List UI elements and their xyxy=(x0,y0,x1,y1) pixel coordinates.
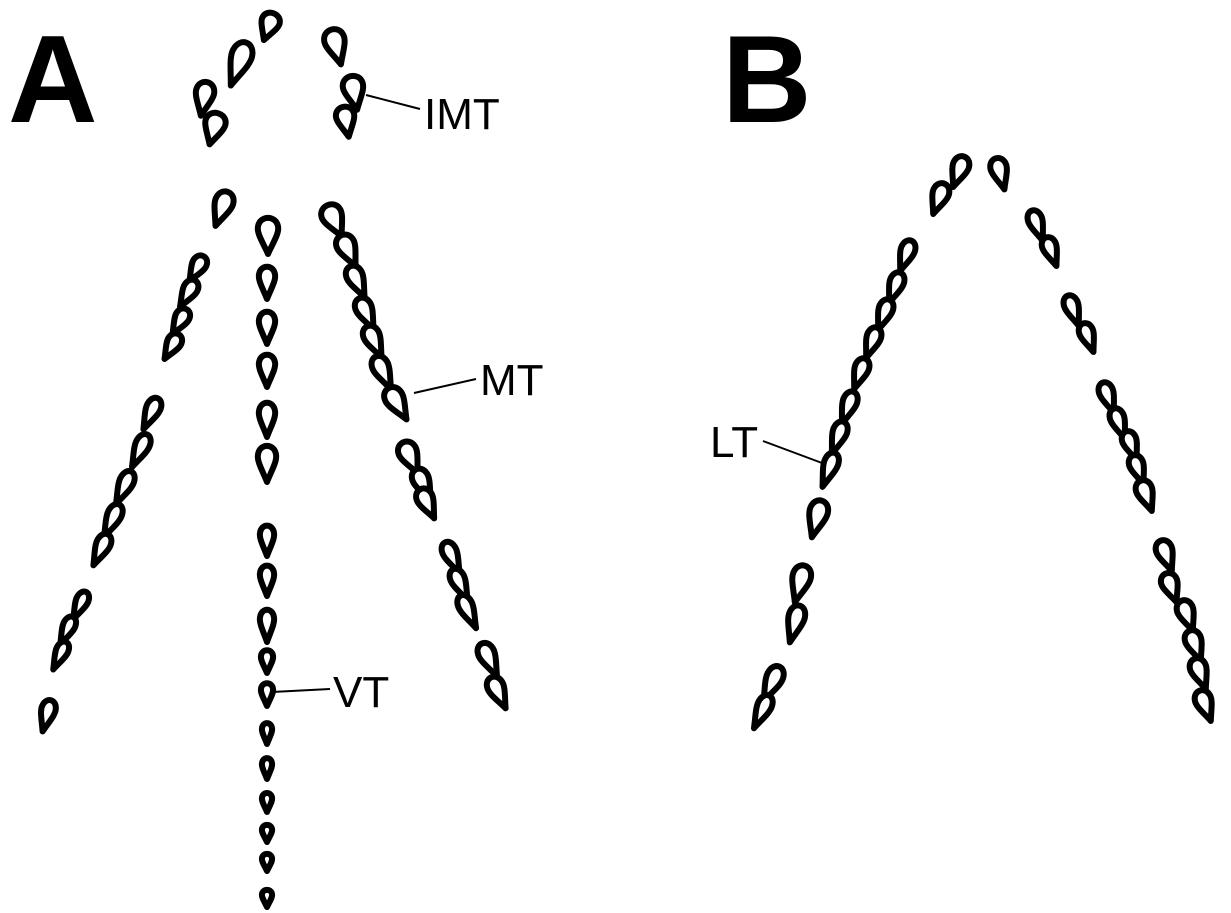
tooth-outline xyxy=(893,238,917,273)
label-mt: MT xyxy=(414,356,544,405)
tooth-outline xyxy=(262,723,272,744)
tooth-outline xyxy=(413,486,441,522)
tooth-outline xyxy=(747,692,775,731)
tooth-outline xyxy=(803,498,831,539)
tooth-outline xyxy=(1187,656,1213,692)
tooth-outline xyxy=(174,277,202,310)
tooth-outline xyxy=(988,156,1012,191)
tooth-outline xyxy=(474,640,504,680)
tooth-outline xyxy=(260,610,274,642)
tooth-outline xyxy=(125,431,153,470)
tooth-outline xyxy=(259,355,275,387)
tooth-outline xyxy=(454,592,482,631)
tooth-outline xyxy=(1076,321,1100,354)
panel-b-lateral-teeth-right xyxy=(988,156,1218,724)
tooth-outline xyxy=(322,27,351,67)
tooth-outline xyxy=(1039,235,1063,268)
imt-leader-line xyxy=(366,95,420,109)
tooth-outline xyxy=(262,758,272,779)
tooth-outline xyxy=(1192,688,1218,724)
tooth-outline xyxy=(484,674,513,712)
tooth-outline xyxy=(262,793,272,812)
label-lt: LT xyxy=(710,418,822,467)
tooth-outline xyxy=(137,395,164,432)
tooth-outline xyxy=(221,39,256,89)
tooth-outline xyxy=(260,566,274,596)
panel-a-marginal-teeth-left xyxy=(36,189,237,733)
tooth-outline xyxy=(87,531,114,568)
panel-a-intermaxillary-teeth-left xyxy=(192,10,282,147)
mt-leader-line xyxy=(414,379,476,393)
panel-b-lateral-teeth-left xyxy=(747,154,971,731)
tooth-outline xyxy=(782,603,808,644)
tooth-outline xyxy=(261,650,273,673)
lt-label: LT xyxy=(710,418,758,467)
tooth-outline xyxy=(259,267,275,299)
tooth-outline xyxy=(109,468,137,507)
tooth-outline xyxy=(816,450,842,489)
tooth-outline xyxy=(207,189,237,229)
lt-leader-line xyxy=(763,441,822,463)
tooth-outline xyxy=(258,446,276,482)
tooth-outline xyxy=(334,105,357,138)
tooth-outline xyxy=(258,218,278,254)
tooth-outline xyxy=(786,563,814,604)
tooth-outline xyxy=(259,312,275,344)
tooth-outline xyxy=(859,325,883,360)
tooth-outline xyxy=(262,890,272,907)
tooth-outline xyxy=(847,356,871,391)
vt-leader-line xyxy=(272,689,330,692)
tooth-outline xyxy=(259,403,275,437)
tooth-outline xyxy=(926,181,952,217)
vt-label: VT xyxy=(333,668,389,717)
label-vt: VT xyxy=(272,668,389,717)
tooth-outline xyxy=(1153,538,1179,574)
label-imt: IMT xyxy=(366,90,500,139)
panel-a-intermaxillary-teeth-right xyxy=(322,27,367,139)
panel-a-vomerine-teeth-row xyxy=(258,218,278,907)
tooth-outline xyxy=(380,384,414,424)
panel-a-marginal-teeth-right xyxy=(318,201,513,712)
tooth-outline xyxy=(1133,478,1159,514)
tooth-outline xyxy=(343,263,372,301)
tooth-outline xyxy=(262,854,272,871)
tooth-outline xyxy=(260,526,274,556)
tooth-outline xyxy=(262,825,272,842)
tooth-outline xyxy=(36,698,58,733)
imt-label: IMT xyxy=(424,90,500,139)
tooth-outline xyxy=(48,639,72,672)
tooth-outline xyxy=(158,331,185,363)
panel-b-letter: B xyxy=(722,11,812,149)
panel-a-letter: A xyxy=(8,11,98,149)
tooth-outline xyxy=(261,683,273,706)
mt-label: MT xyxy=(480,356,544,405)
tooth-outline xyxy=(255,10,282,43)
